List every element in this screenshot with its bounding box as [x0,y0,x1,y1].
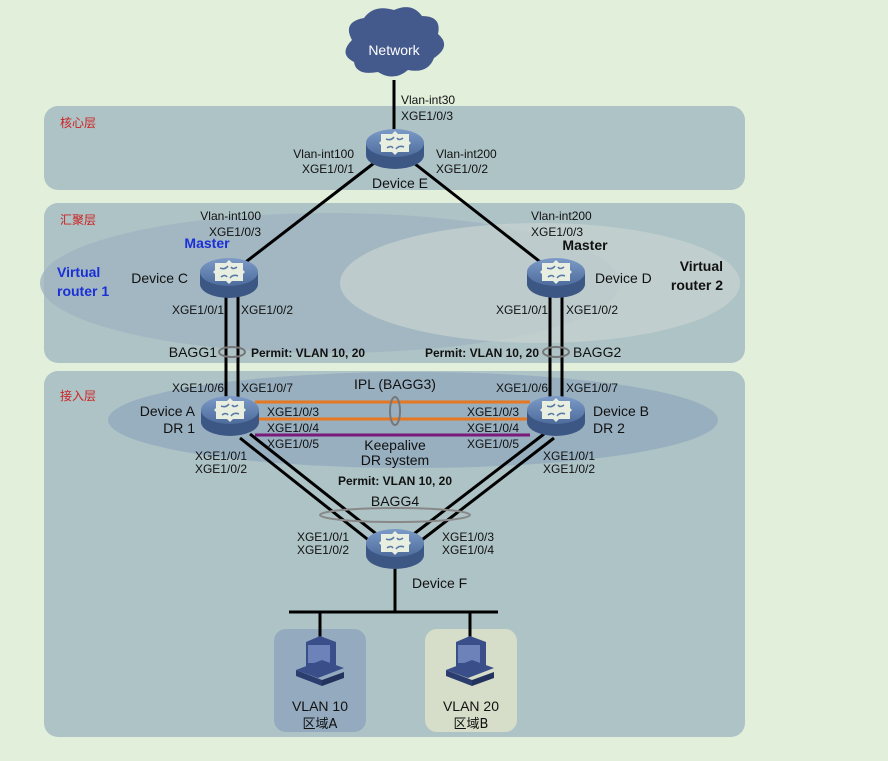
core-layer-label: 核心层 [60,116,96,130]
e-left-vlan: Vlan-int100 [293,147,354,161]
link-a-f-1 [239,436,377,548]
keepalive-label: Keepalive [364,437,426,453]
link-e-d [409,158,549,270]
f-port1: XGE1/0/1 [297,530,349,544]
vr1-label-2: router 1 [57,283,109,299]
f-port2: XGE1/0/2 [297,543,349,557]
network-label: Network [368,42,420,58]
e-up-vlan: Vlan-int30 [401,93,455,107]
ipl-label: IPL (BAGG3) [354,376,436,392]
link-e-c [237,158,379,270]
c-master-label: Master [184,235,230,251]
b-port2: XGE1/0/2 [543,462,595,476]
link-a-f-2 [249,432,385,542]
host-b-vlan: VLAN 20 [443,698,499,714]
device-d-icon[interactable] [526,257,586,299]
device-a-name: Device A [140,403,196,419]
bagg2-ring [542,346,570,358]
c-port-left: XGE1/0/1 [172,303,224,317]
host-a-area: 区域A [303,717,338,732]
permit-right-label: Permit: VLAN 10, 20 [425,346,539,360]
device-a-dr: DR 1 [163,420,195,436]
a-port2: XGE1/0/2 [195,462,247,476]
f-port3: XGE1/0/3 [442,530,494,544]
host-a-vlan: VLAN 10 [292,698,348,714]
c-up-port: XGE1/0/3 [209,225,261,239]
bagg1-label: BAGG1 [169,344,217,360]
device-b-dr: DR 2 [593,420,625,436]
access-layer-label: 接入层 [60,388,96,403]
vr2-label-2: router 2 [671,277,723,293]
d-master-label: Master [562,237,608,253]
d-up-port: XGE1/0/3 [531,225,583,239]
device-c-icon[interactable] [199,257,259,299]
a-port1: XGE1/0/1 [195,449,247,463]
device-f-icon[interactable] [365,528,425,570]
bagg4-ring [319,507,471,523]
c-up-vlan: Vlan-int100 [200,209,261,223]
b-port1: XGE1/0/1 [543,449,595,463]
e-up-port: XGE1/0/3 [401,109,453,123]
device-c-name: Device C [131,270,188,286]
network-cloud-icon [345,7,445,77]
e-right-vlan: Vlan-int200 [436,147,497,161]
host-b-area: 区域B [454,717,489,732]
aggregation-layer-label: 汇聚层 [60,213,96,227]
d-port-right: XGE1/0/2 [566,303,618,317]
b-port7: XGE1/0/7 [566,381,618,395]
bagg3-ring [389,396,401,426]
link-b-f-2 [413,436,555,548]
a-port4: XGE1/0/4 [267,421,319,435]
permit-bottom-label: Permit: VLAN 10, 20 [338,474,452,488]
device-a-icon[interactable] [200,395,260,437]
bagg1-ring [218,346,246,358]
device-f-name: Device F [412,575,467,591]
link-b-f-1 [405,432,545,542]
b-port5: XGE1/0/5 [467,437,519,451]
d-up-vlan: Vlan-int200 [531,209,592,223]
a-port5: XGE1/0/5 [267,437,319,451]
c-port-right: XGE1/0/2 [241,303,293,317]
a-port7: XGE1/0/7 [241,381,293,395]
f-port4: XGE1/0/4 [442,543,494,557]
device-e-icon[interactable] [365,128,425,170]
dr-system-label: DR system [361,452,429,468]
d-port-left: XGE1/0/1 [496,303,548,317]
e-left-port: XGE1/0/1 [302,162,354,176]
device-e-name: Device E [372,175,428,191]
bagg4-label: BAGG4 [371,493,419,509]
bagg2-label: BAGG2 [573,344,621,360]
a-port3: XGE1/0/3 [267,405,319,419]
b-port3: XGE1/0/3 [467,405,519,419]
e-right-port: XGE1/0/2 [436,162,488,176]
vr2-label-1: Virtual [680,258,723,274]
device-d-name: Device D [595,270,652,286]
permit-left-label: Permit: VLAN 10, 20 [251,346,365,360]
device-b-name: Device B [593,403,649,419]
b-port6: XGE1/0/6 [496,381,548,395]
a-port6: XGE1/0/6 [172,381,224,395]
device-b-icon[interactable] [526,395,586,437]
b-port4: XGE1/0/4 [467,421,519,435]
vr1-label-1: Virtual [57,264,100,280]
